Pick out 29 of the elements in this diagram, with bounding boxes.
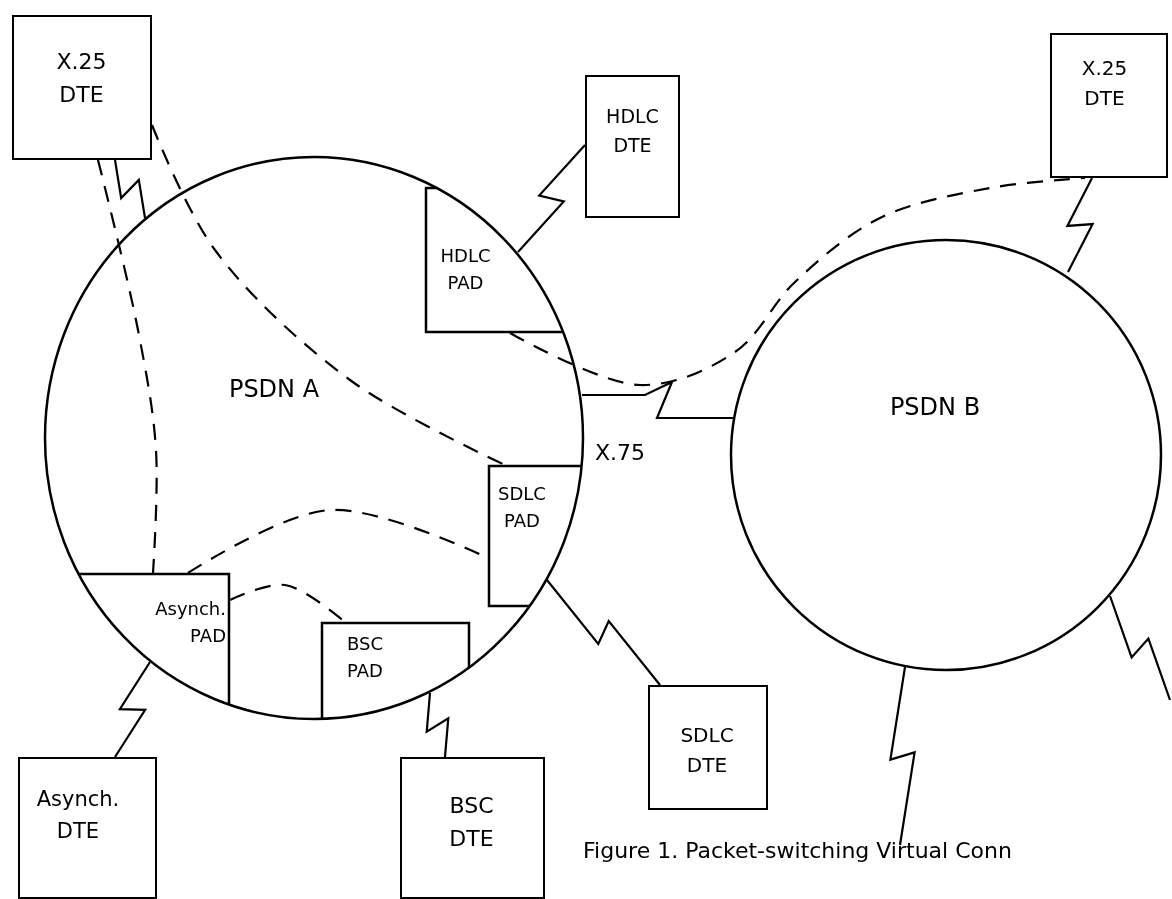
node-label: HDLC DTE [605,104,660,158]
link-line [113,159,147,219]
node-label: BSC DTE [448,792,495,853]
link-line [114,661,151,758]
device-box [18,757,157,899]
link-line [546,579,661,686]
device-box [648,685,768,810]
device-box [12,15,152,160]
link-line [1108,595,1172,701]
device-box [585,75,680,218]
node-label: X.25 DTE [55,48,108,109]
device-box [400,757,545,899]
link-line [582,379,733,420]
device-box [1050,33,1168,178]
link-line [889,666,916,846]
node-label: SDLC PAD [497,482,547,533]
node-label: Asynch. PAD [154,597,226,648]
node-label: HDLC PAD [439,244,492,295]
node-label: PSDN A [227,374,321,405]
node-label: Asynch. DTE [35,786,121,845]
link-line [517,144,586,253]
link-line [1065,177,1095,273]
virtual-connection-line [509,176,1086,387]
figure-caption: Figure 1. Packet-switching Virtual Conn [583,838,1012,863]
node-label: BSC PAD [346,632,384,683]
node-label: X.25 DTE [1080,55,1129,112]
node-label: SDLC DTE [679,722,735,779]
virtual-connection-line [96,159,158,574]
node-label: PSDN B [888,392,982,423]
